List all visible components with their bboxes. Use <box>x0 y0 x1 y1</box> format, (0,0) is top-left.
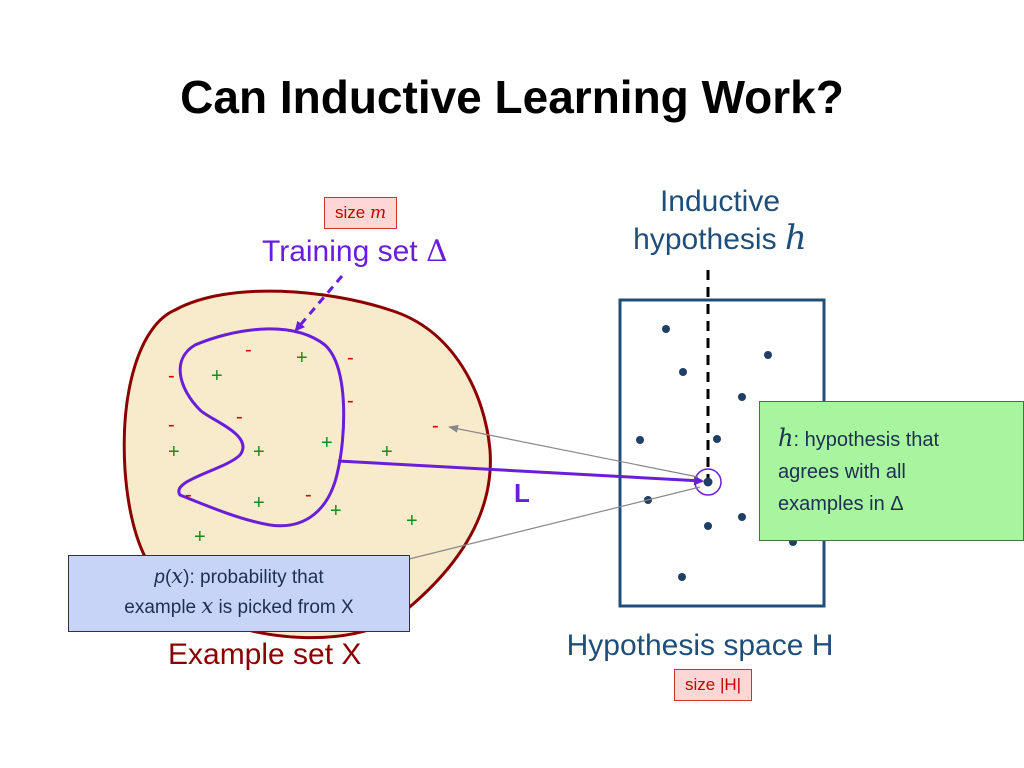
prob-line2-pre: example <box>124 597 202 618</box>
hypothesis-dot <box>738 513 746 521</box>
negative-example: - <box>168 414 175 436</box>
description-line1: : hypothesis that <box>793 429 940 451</box>
training-size-badge: size m <box>324 197 398 229</box>
positive-example: + <box>381 441 393 463</box>
hypothesis-space-size-badge: size |H| <box>674 669 753 701</box>
hypothesis-h-symbol: h <box>784 218 807 258</box>
negative-example: - <box>185 484 192 506</box>
negative-example: - <box>347 390 354 412</box>
training-set-pointer-arrow <box>294 275 344 332</box>
positive-example: + <box>296 347 308 369</box>
prediction-arrow <box>448 424 699 478</box>
positive-example: + <box>211 365 223 387</box>
hypothesis-h-dot <box>703 477 713 487</box>
hypothesis-dot <box>679 368 687 376</box>
training-size-prefix: size <box>335 203 370 222</box>
negative-example: - <box>236 406 243 428</box>
hypothesis-dot <box>764 351 772 359</box>
positive-example: + <box>321 432 333 454</box>
description-line3: examples in <box>778 493 891 515</box>
positive-example: + <box>168 441 180 463</box>
negative-example: - <box>305 484 312 506</box>
training-set-region <box>177 327 346 528</box>
training-set-symbol: Δ <box>425 234 448 269</box>
probability-description-box: p(x): probability that example x is pick… <box>68 555 410 632</box>
negative-example: - <box>168 365 175 387</box>
description-line2: agrees with all <box>778 461 906 483</box>
hypothesis-dot <box>636 436 644 444</box>
positive-example: + <box>194 526 206 548</box>
inductive-hypothesis-line2: hypothesis h <box>633 218 807 258</box>
training-set-label: Training set Δ <box>262 234 448 269</box>
hypothesis-dot <box>738 393 746 401</box>
hypothesis-description-box: h: hypothesis that agrees with all examp… <box>759 401 1024 541</box>
example-signs: - + - - + - - - - + + + + - - + + + + <box>168 339 439 548</box>
hypothesis-dot <box>678 573 686 581</box>
example-set-label: Example set X <box>168 638 362 671</box>
positive-example: + <box>253 492 265 514</box>
positive-example: + <box>330 500 342 522</box>
training-set-text: Training set <box>262 235 426 268</box>
slide-title: Can Inductive Learning Work? <box>180 71 844 123</box>
learner-arrow <box>337 459 704 486</box>
inductive-hypothesis-line1: Inductive <box>659 185 781 218</box>
positive-example: + <box>253 441 265 463</box>
probability-pointer-line <box>404 486 701 561</box>
inductive-hypothesis-label: Inductive hypothesis h <box>600 184 840 258</box>
negative-example: - <box>432 415 439 437</box>
prob-p: p <box>154 567 165 588</box>
prob-line1: ): probability that <box>183 567 324 588</box>
positive-example: + <box>406 510 418 532</box>
description-h-symbol: h <box>778 424 794 452</box>
prob-x1: x <box>171 564 184 588</box>
prob-x2: x <box>201 594 214 618</box>
hypothesis-dot <box>704 522 712 530</box>
hypothesis-dot <box>662 325 670 333</box>
hypothesis-space-label: Hypothesis space H <box>566 629 834 662</box>
training-size-var: m <box>369 203 387 223</box>
negative-example: - <box>347 347 354 369</box>
negative-example: - <box>245 339 252 361</box>
description-delta: Δ <box>890 493 904 515</box>
prob-line2: is picked from X <box>213 597 354 618</box>
learner-label: L <box>514 478 530 508</box>
hypothesis-dot <box>713 435 721 443</box>
